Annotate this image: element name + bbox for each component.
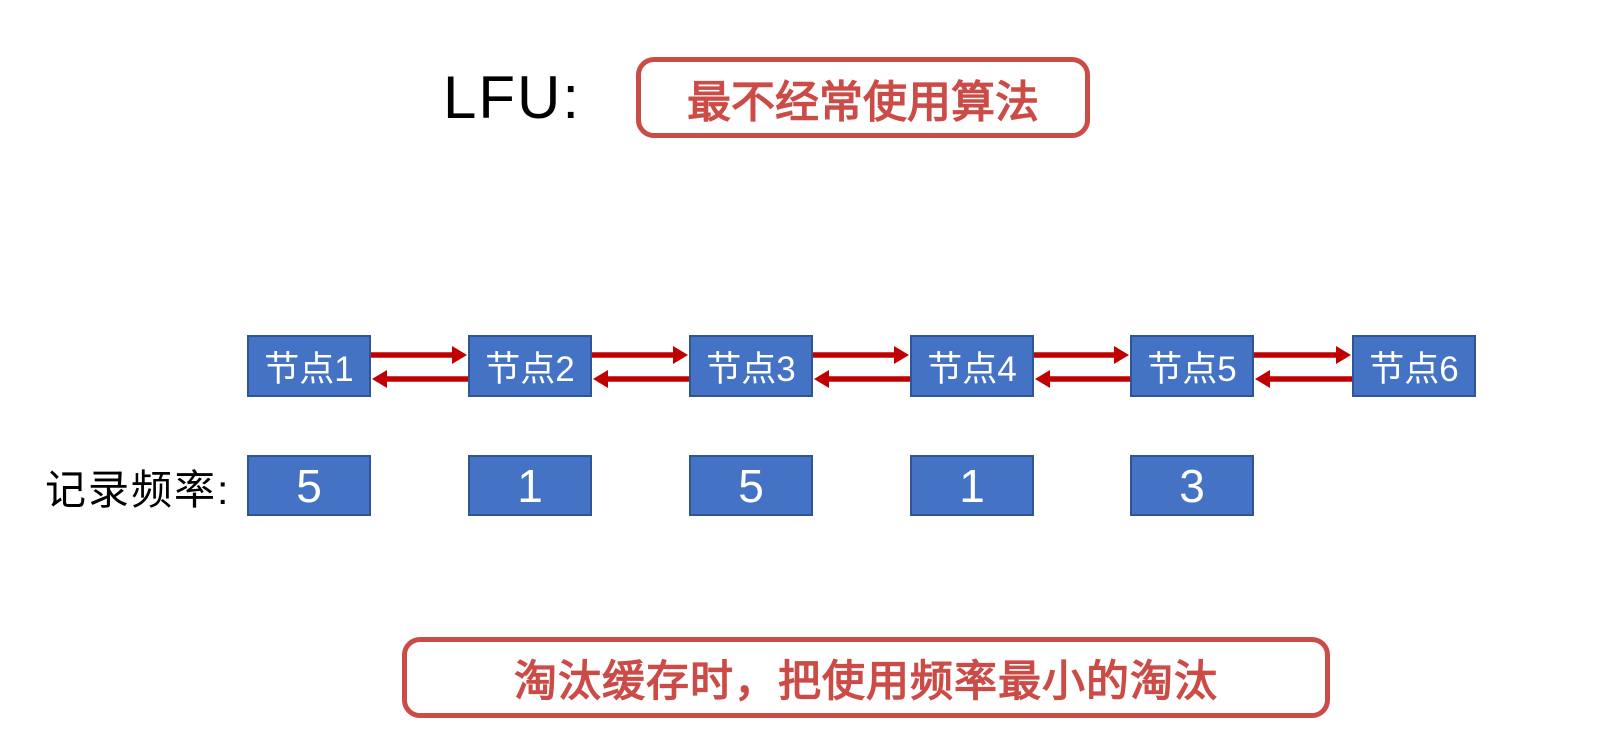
prev-pointer-arrow-icon <box>1255 370 1352 388</box>
next-pointer-arrow-icon <box>1254 346 1351 364</box>
list-node: 节点2 <box>468 335 592 397</box>
frequency-box: 5 <box>689 455 813 516</box>
prev-pointer-arrow-icon <box>814 370 910 388</box>
prev-pointer-arrow-icon <box>593 370 689 388</box>
title-callout-text: 最不经常使用算法 <box>687 77 1039 127</box>
footer-callout-text: 淘汰缓存时，把使用频率最小的淘汰 <box>514 657 1218 706</box>
next-pointer-arrow-icon <box>813 346 909 364</box>
next-pointer-arrow-icon <box>592 346 688 364</box>
list-node: 节点1 <box>247 335 371 397</box>
frequency-box: 5 <box>247 455 371 516</box>
footer-callout: 淘汰缓存时，把使用频率最小的淘汰 <box>402 637 1330 718</box>
prev-pointer-arrow-icon <box>372 370 468 388</box>
frequency-box: 1 <box>910 455 1034 516</box>
title-callout: 最不经常使用算法 <box>636 57 1090 138</box>
next-pointer-arrow-icon <box>371 346 467 364</box>
prev-pointer-arrow-icon <box>1035 370 1130 388</box>
list-node: 节点5 <box>1130 335 1254 397</box>
list-node: 节点3 <box>689 335 813 397</box>
page-title: LFU: <box>443 64 582 131</box>
next-pointer-arrow-icon <box>1034 346 1129 364</box>
frequency-label: 记录频率: <box>45 466 231 513</box>
list-node: 节点6 <box>1352 335 1476 397</box>
list-node: 节点4 <box>910 335 1034 397</box>
frequency-box: 1 <box>468 455 592 516</box>
frequency-box: 3 <box>1130 455 1254 516</box>
